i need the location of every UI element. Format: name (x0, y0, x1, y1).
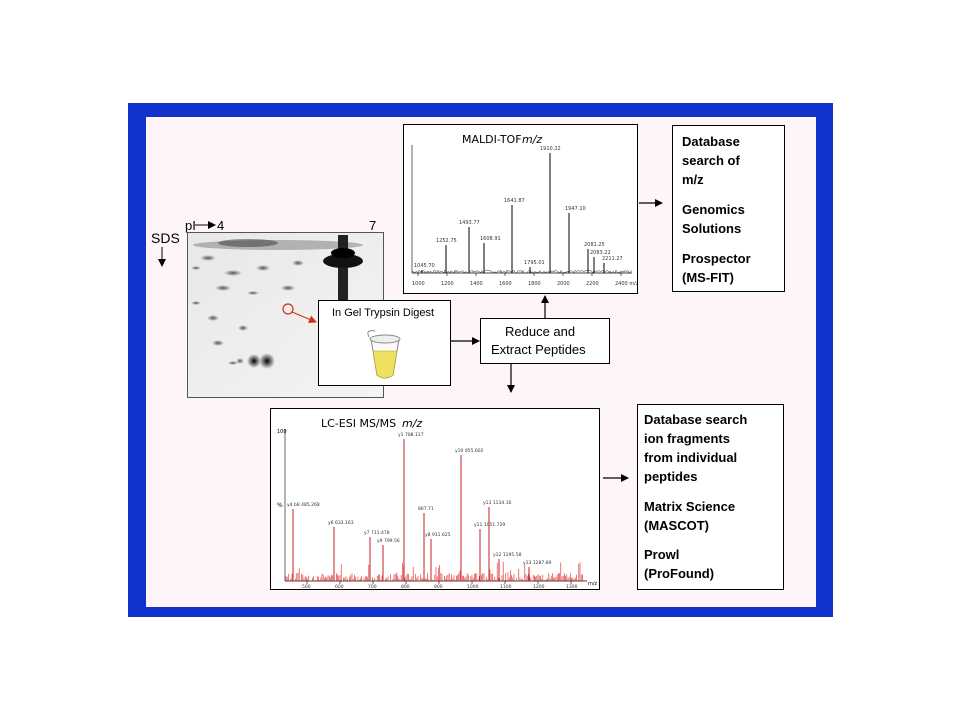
db2-line-7: Prowl (644, 547, 680, 562)
esi-peak-label: y12 1195.58 (493, 552, 522, 558)
maldi-tick-label: 1400 (470, 281, 483, 287)
esi-tick-label: 1200 (533, 584, 545, 589)
reduce-line1: Reduce and (505, 324, 576, 339)
db2-line-6: (MASCOT) (644, 518, 709, 533)
reduce-extract-box: Reduce and Extract Peptides (480, 318, 610, 364)
esi-tick-label: 800 (401, 584, 410, 589)
maldi-peak-label: 1795.01 (524, 260, 545, 266)
maldi-peak-label: 1608.91 (480, 236, 501, 242)
esi-title: LC-ESI MS/MS (321, 417, 396, 430)
esi-peak-label: 867.71 (418, 506, 434, 512)
test-tube-icon (367, 330, 401, 379)
esi-tick-label: 1300 (566, 584, 578, 589)
digest-label: In Gel Trypsin Digest (332, 307, 435, 319)
db1-line-1: Database (682, 134, 740, 149)
esi-tick-label: 500 (302, 584, 311, 589)
db2-line-1: Database search (644, 412, 748, 427)
esi-peak-label: y11 1051.729 (474, 522, 505, 528)
esi-peak-label: y13 1134.16 (483, 500, 512, 506)
reduce-line2: Extract Peptides (491, 342, 586, 357)
db1-line-6: Prospector (682, 251, 751, 266)
pi-high-label: 7 (369, 218, 377, 233)
esi-peak-label: y6 633.163 (328, 520, 354, 526)
pi-label: pI (185, 218, 196, 233)
maldi-peak-label: 1045.70 (414, 263, 435, 269)
esi-tick-label: 600 (335, 584, 344, 589)
maldi-title: MALDI-TOF (462, 133, 522, 146)
sds-label: SDS (151, 230, 180, 246)
maldi-tick-label: 1200 (441, 281, 454, 287)
esi-y-mid: % (277, 502, 283, 509)
db1-line-2: search of (682, 153, 740, 168)
maldi-tick-label: 2000 (557, 281, 570, 287)
maldi-tick-label: 1800 (528, 281, 541, 287)
maldi-tick-label: 2200 (586, 281, 599, 287)
esi-tick-label: 900 (434, 584, 443, 589)
esi-tick-label: 700 (368, 584, 377, 589)
esi-spectrum: LC-ESI MS/MS m/z 100 % y4 b8 485.268 y6 6… (270, 408, 600, 590)
db1-line-4: Genomics (682, 202, 745, 217)
maldi-peak-label: 1493.77 (459, 220, 480, 226)
esi-peak-label: y4 b8 485.268 (287, 502, 320, 508)
maldi-tick-label: 2400 m/z (615, 281, 637, 287)
esi-tick-label: 1000 (467, 584, 479, 589)
maldi-tick-label: 1600 (499, 281, 512, 287)
spot-pointer-arrow-icon (291, 311, 317, 323)
maldi-peak-label: 2083.22 (590, 250, 611, 256)
maldi-spectrum: MALDI-TOF m/z 1045.70 1252.75 1493.77 1608.… (403, 124, 638, 294)
database-box-msfit: Database search of m/z Genomics Solution… (672, 125, 785, 292)
db1-line-5: Solutions (682, 221, 742, 236)
esi-peak-label: y1 788.117 (398, 432, 424, 438)
esi-peak-label: y13 1287.89 (523, 560, 552, 566)
digest-box: In Gel Trypsin Digest (318, 300, 451, 386)
maldi-title-unit: m/z (522, 133, 542, 146)
maldi-peak-label: 1910.22 (540, 146, 561, 152)
db2-line-2: ion fragments (644, 431, 730, 446)
maldi-peak-label: 2211.27 (602, 256, 623, 262)
esi-peak-label: y10 955.602 (455, 448, 484, 454)
db1-line-3: m/z (682, 172, 704, 187)
db2-line-3: from individual (644, 450, 738, 465)
maldi-peak-label: 1947.10 (565, 206, 586, 212)
esi-y-top: 100 (277, 429, 287, 435)
maldi-peak-label: 1252.75 (436, 238, 457, 244)
esi-title-unit: m/z (402, 417, 422, 430)
maldi-peak-label: 1641.87 (504, 198, 525, 204)
db2-line-8: (ProFound) (644, 566, 715, 581)
maldi-tick-label: 1000 (412, 281, 425, 287)
db1-line-7: (MS-FIT) (682, 270, 734, 285)
db2-line-5: Matrix Science (644, 499, 736, 514)
esi-tick-label: 1100 (500, 584, 512, 589)
database-box-mascot: Database search ion fragments from indiv… (637, 404, 784, 590)
pi-low-label: 4 (217, 218, 225, 233)
esi-peak-label: y8 911.625 (425, 532, 451, 538)
esi-peak-label: y7 711.478 (364, 530, 390, 536)
esi-peak-label: y9 799.56 (377, 538, 400, 544)
esi-x-unit: m/z (588, 581, 598, 587)
db2-line-4: peptides (644, 469, 698, 484)
maldi-peak-label: 2081.25 (584, 242, 605, 248)
